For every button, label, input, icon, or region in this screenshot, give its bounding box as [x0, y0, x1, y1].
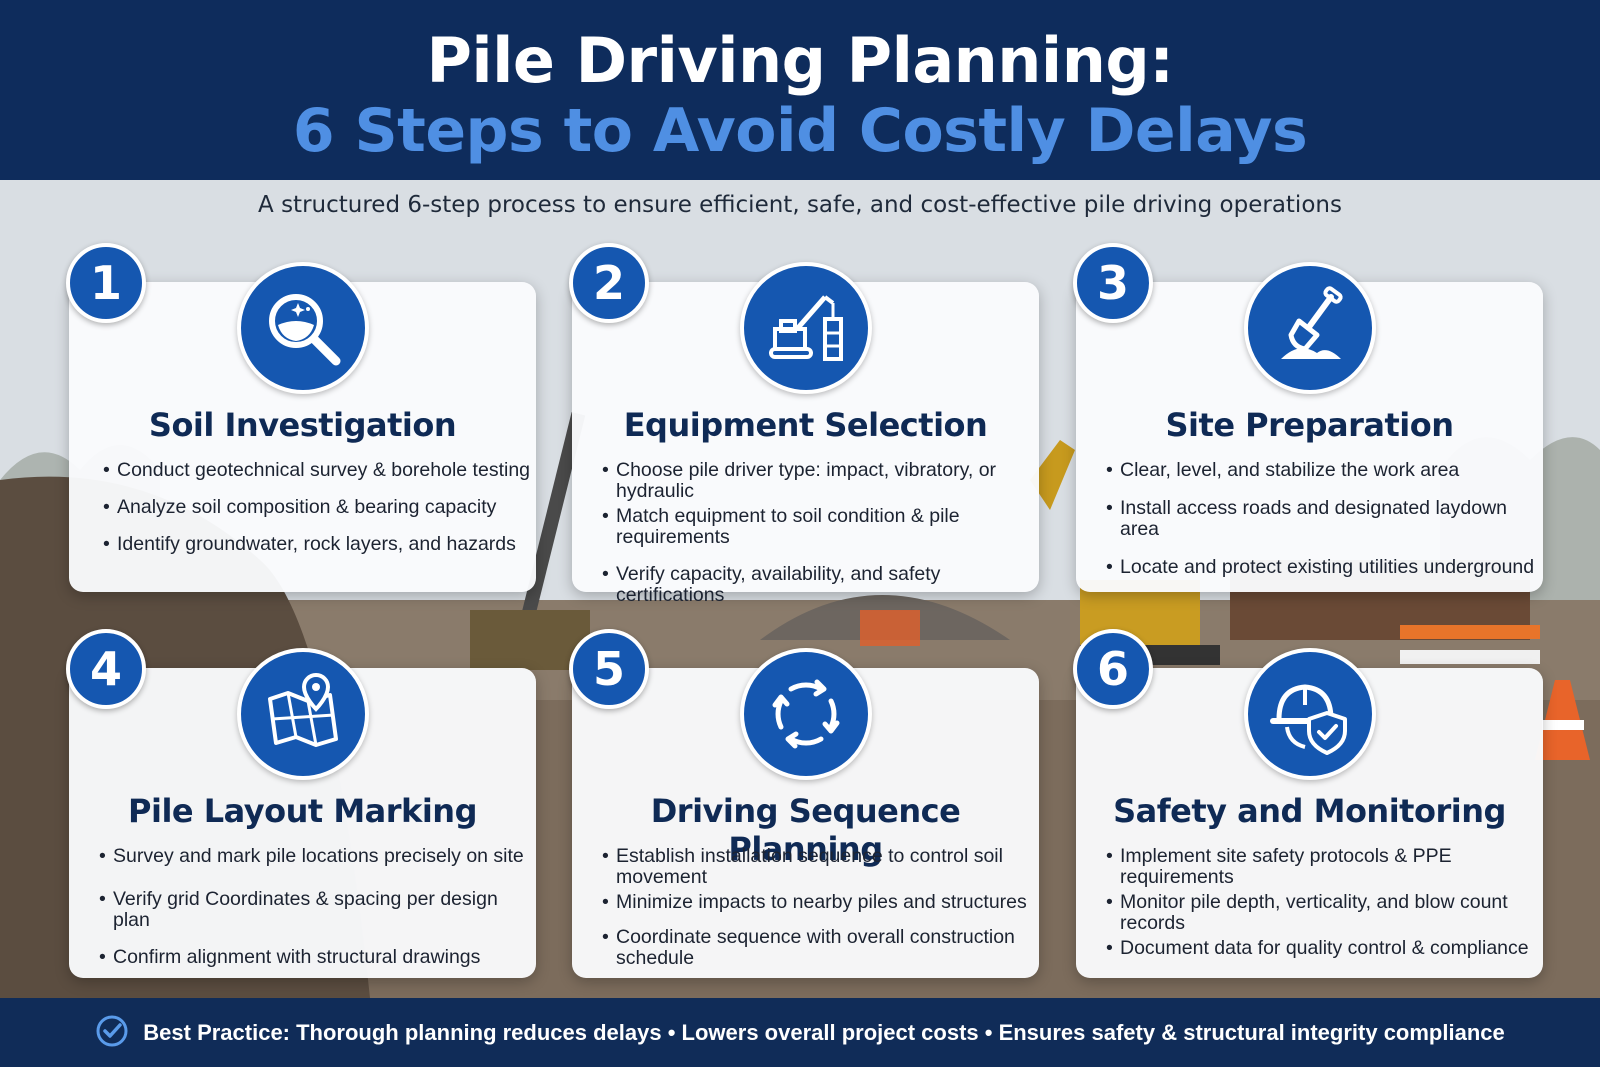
title-line-1: Pile Driving Planning: — [426, 24, 1174, 97]
bullet-item: Match equipment to soil condition & pile… — [602, 506, 1033, 548]
shovel-icon — [1244, 262, 1376, 394]
step-number-badge: 4 — [66, 629, 146, 709]
bullet-item: Verify capacity, availability, and safet… — [602, 564, 1033, 606]
bullet-item: Install access roads and designated layd… — [1106, 497, 1537, 540]
step-bullets: Implement site safety protocols & PPE re… — [1106, 845, 1537, 960]
step-number-badge: 1 — [66, 243, 146, 323]
footer-text: Best Practice: Thorough planning reduces… — [143, 1019, 1505, 1045]
bullet-item: Locate and protect existing utilities un… — [1106, 557, 1537, 579]
pile-driver-crane-icon — [740, 262, 872, 394]
step-number-badge: 3 — [1073, 243, 1153, 323]
bullet-item: Choose pile driver type: impact, vibrato… — [602, 459, 1033, 502]
step-card-driving-sequence-planning: Driving Sequence Planning Establish inst… — [572, 648, 1039, 978]
bullet-item: Verify grid Coordinates & spacing per de… — [99, 888, 530, 931]
step-bullets: Clear, level, and stabilize the work are… — [1106, 459, 1537, 579]
step-title: Safety and Monitoring — [1113, 792, 1506, 830]
cycle-arrows-icon — [740, 648, 872, 780]
bullet-item: Monitor pile depth, verticality, and blo… — [1106, 892, 1537, 934]
header-banner: Pile Driving Planning: 6 Steps to Avoid … — [0, 0, 1600, 180]
subtitle: A structured 6-step process to ensure ef… — [258, 192, 1342, 218]
step-bullets: Establish installation sequence to contr… — [602, 845, 1033, 969]
bullet-item: Confirm alignment with structural drawin… — [99, 947, 530, 969]
bullet-item: Implement site safety protocols & PPE re… — [1106, 845, 1537, 888]
step-title: Pile Layout Marking — [128, 792, 477, 830]
step-number-badge: 2 — [569, 243, 649, 323]
bullet-item: Clear, level, and stabilize the work are… — [1106, 459, 1537, 481]
bullet-item: Establish installation sequence to contr… — [602, 845, 1033, 888]
hardhat-shield-icon — [1244, 648, 1376, 780]
map-pin-icon — [237, 648, 369, 780]
step-bullets: Choose pile driver type: impact, vibrato… — [602, 459, 1033, 606]
step-title: Site Preparation — [1165, 406, 1455, 444]
bullet-item: Coordinate sequence with overall constru… — [602, 927, 1033, 969]
title-line-2: 6 Steps to Avoid Costly Delays — [292, 96, 1308, 166]
step-number-badge: 5 — [569, 629, 649, 709]
magnifier-soil-icon — [237, 262, 369, 394]
bullet-item: Document data for quality control & comp… — [1106, 938, 1537, 960]
step-card-pile-layout-marking: Pile Layout Marking Survey and mark pile… — [69, 648, 536, 978]
step-title: Soil Investigation — [148, 406, 457, 444]
bullet-item: Identify groundwater, rock layers, and h… — [103, 534, 530, 556]
bullet-item: Analyze soil composition & bearing capac… — [103, 496, 530, 518]
footer-banner: Best Practice: Thorough planning reduces… — [0, 998, 1600, 1067]
bullet-item: Survey and mark pile locations precisely… — [99, 845, 530, 867]
check-circle-icon — [95, 1014, 129, 1052]
step-bullets: Survey and mark pile locations precisely… — [99, 845, 530, 969]
step-card-safety-and-monitoring: Safety and Monitoring Implement site saf… — [1076, 648, 1543, 978]
step-bullets: Conduct geotechnical survey & borehole t… — [103, 459, 530, 556]
step-card-equipment-selection: Equipment Selection Choose pile driver t… — [572, 262, 1039, 606]
step-card-site-preparation: Site Preparation Clear, level, and stabi… — [1076, 262, 1543, 592]
step-number-badge: 6 — [1073, 629, 1153, 709]
step-card-soil-investigation: Soil Investigation Conduct geotechnical … — [69, 262, 536, 592]
bullet-item: Minimize impacts to nearby piles and str… — [602, 892, 1033, 914]
bullet-item: Conduct geotechnical survey & borehole t… — [103, 459, 530, 481]
step-title: Equipment Selection — [623, 406, 988, 444]
